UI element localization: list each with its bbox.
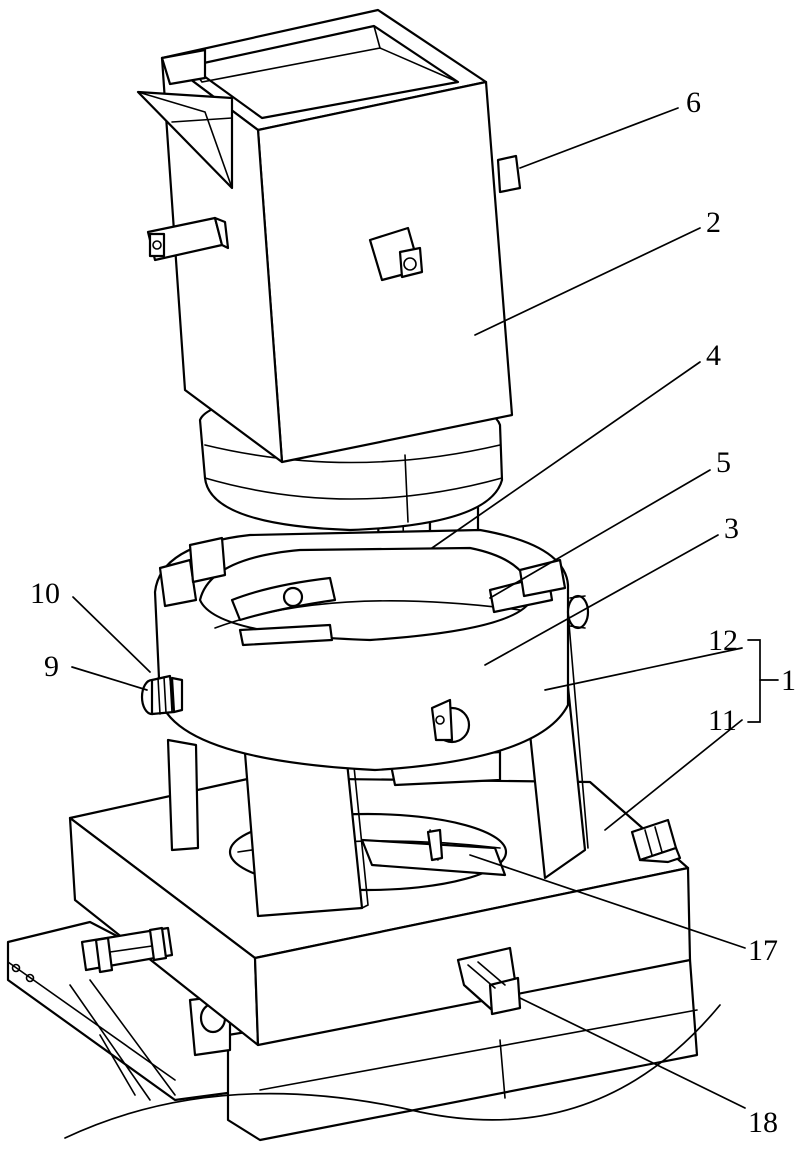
hopper-2 <box>138 10 520 462</box>
main-ring-3 <box>155 530 568 770</box>
label-3: 3 <box>724 512 739 545</box>
label-4: 4 <box>706 339 721 372</box>
label-10: 10 <box>30 577 60 610</box>
label-12: 12 <box>708 624 738 657</box>
label-11: 11 <box>708 704 737 737</box>
label-9: 9 <box>44 650 59 683</box>
label-6: 6 <box>686 86 701 119</box>
label-5: 5 <box>716 446 731 479</box>
label-18: 18 <box>748 1106 778 1139</box>
right-knob <box>568 596 588 628</box>
left-knob-9 <box>142 676 182 714</box>
label-1: 1 <box>781 664 796 697</box>
label-17: 17 <box>748 934 778 967</box>
label-2: 2 <box>706 206 721 239</box>
